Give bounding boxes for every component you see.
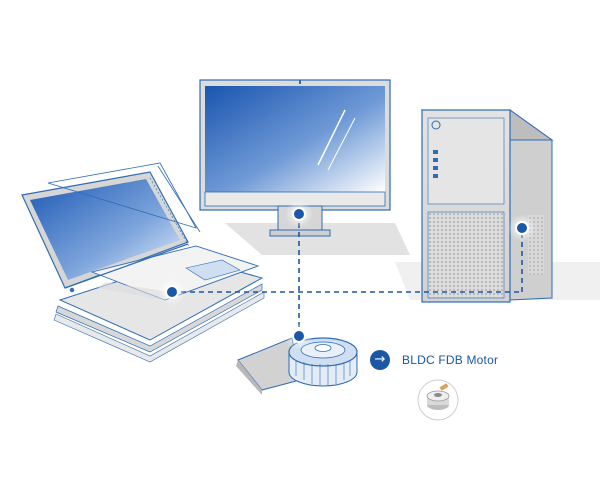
- motor-callout: → BLDC FDB Motor: [370, 350, 498, 370]
- arrow-right-icon: →: [370, 350, 390, 370]
- laptop-icon: [21, 162, 265, 363]
- monitor-connection-dot: [292, 207, 306, 221]
- connection-points: [165, 207, 529, 343]
- fdb-motor-icon: [417, 379, 459, 421]
- tower-connection-dot: [515, 221, 529, 235]
- hard-disk-drive-icon: [236, 337, 358, 395]
- hdd-connection-dot: [292, 329, 306, 343]
- connector-lines: [172, 214, 523, 336]
- motor-label: BLDC FDB Motor: [402, 353, 499, 367]
- laptop-connection-dot: [165, 285, 179, 299]
- monitor-icon: [199, 79, 391, 237]
- desktop-tower-icon: [420, 109, 554, 303]
